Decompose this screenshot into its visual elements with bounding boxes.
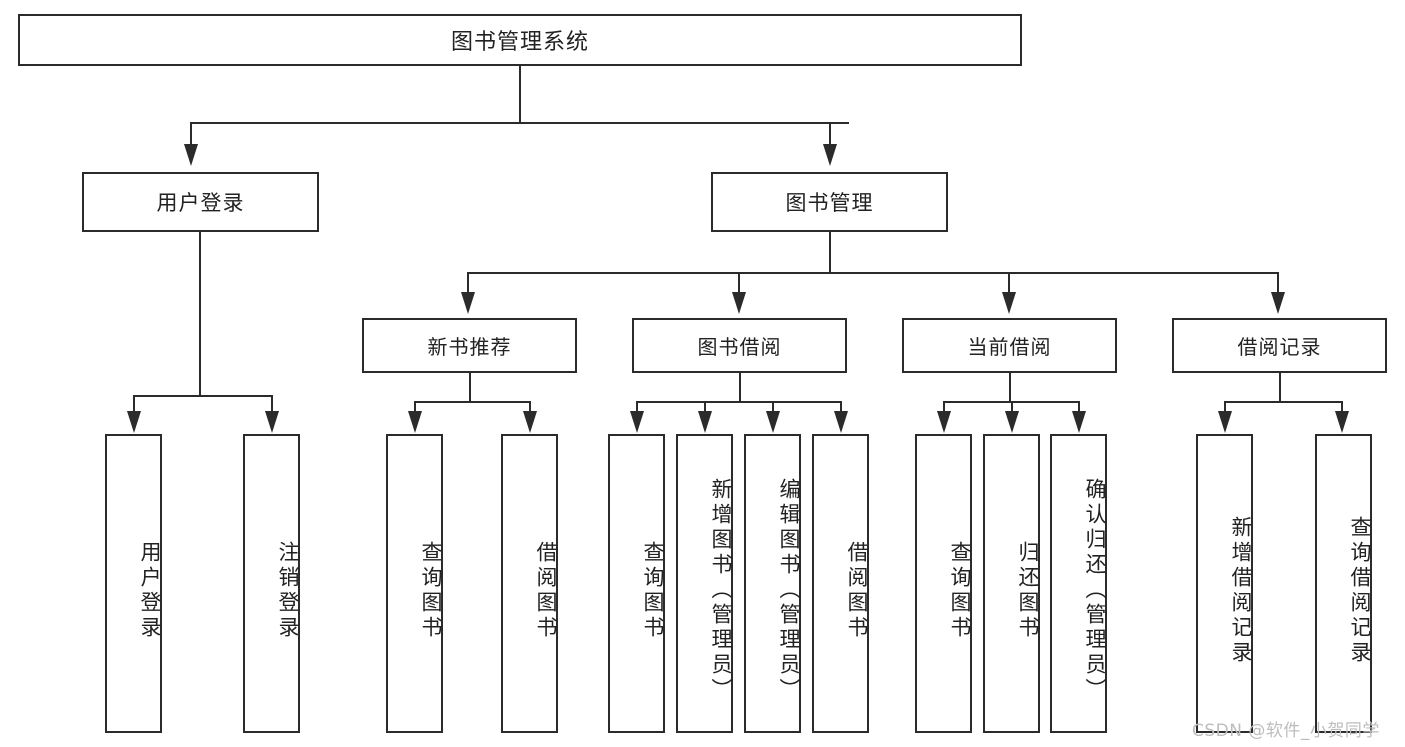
node-label: 图书管理系统 [450, 30, 589, 55]
connector-bb-drop-1 [636, 401, 638, 411]
node-label: 确认归还（管理员） [1083, 478, 1107, 703]
connector-br-drop-1 [1224, 401, 1226, 411]
arrowhead-to-borrow-record [1271, 292, 1285, 314]
node-label: 查询图书 [419, 540, 443, 641]
node-label: 借阅图书 [845, 540, 869, 641]
connector-nbr-drop-1 [414, 401, 416, 411]
node-label: 编辑图书（管理员） [777, 478, 801, 703]
connector-bm-drop-1 [467, 272, 469, 292]
leaf-br-query-record[interactable]: 查询借阅记录 [1315, 434, 1372, 733]
node-label: 用户登录 [156, 191, 245, 215]
connector-cb-stem [1009, 373, 1011, 401]
arrowhead-to-nbr-borrow-book [523, 411, 537, 433]
arrowhead-to-book-borrow [732, 292, 746, 314]
leaf-bb-query-book[interactable]: 查询图书 [608, 434, 665, 733]
leaf-cb-return-book[interactable]: 归还图书 [983, 434, 1040, 733]
connector-bb-drop-3 [772, 401, 774, 411]
connector-bb-drop-4 [840, 401, 842, 411]
node-label: 新增借阅记录 [1229, 515, 1253, 666]
arrowhead-to-cb-confirm-return [1072, 411, 1086, 433]
leaf-bb-edit-book[interactable]: 编辑图书（管理员） [744, 434, 801, 733]
connector-user-login-drop-2 [271, 395, 273, 411]
leaf-nbr-borrow-book[interactable]: 借阅图书 [501, 434, 558, 733]
connector-book-management-stem [829, 232, 831, 272]
leaf-user-login[interactable]: 用户登录 [105, 434, 162, 733]
arrowhead-to-user-login [184, 144, 198, 166]
arrowhead-to-nbr-query-book [408, 411, 422, 433]
connector-root-stem [519, 66, 521, 122]
node-label: 图书管理 [785, 191, 874, 215]
connector-user-login-bus [133, 395, 273, 397]
arrowhead-to-cb-return-book [1005, 411, 1019, 433]
node-label: 新增图书（管理员） [709, 478, 733, 703]
arrowhead-to-bb-add-book [698, 411, 712, 433]
node-label: 用户登录 [138, 540, 162, 641]
node-label: 新书推荐 [427, 335, 512, 359]
arrowhead-to-current-borrow [1002, 292, 1016, 314]
node-user-login[interactable]: 用户登录 [82, 172, 319, 232]
connector-bm-drop-2 [738, 272, 740, 292]
connector-bb-drop-2 [704, 401, 706, 411]
node-new-book-recommend[interactable]: 新书推荐 [362, 318, 577, 373]
arrowhead-to-leaf-user-login [127, 411, 141, 433]
connector-user-login-drop-1 [133, 395, 135, 411]
arrowhead-to-new-book-recommend [461, 292, 475, 314]
connector-nbr-drop-2 [529, 401, 531, 411]
node-borrow-record[interactable]: 借阅记录 [1172, 318, 1387, 373]
node-label: 查询借阅记录 [1348, 515, 1372, 666]
node-label: 归还图书 [1016, 540, 1040, 641]
connector-cb-drop-1 [943, 401, 945, 411]
node-current-borrow[interactable]: 当前借阅 [902, 318, 1117, 373]
node-label: 查询图书 [641, 540, 665, 641]
node-book-borrow[interactable]: 图书借阅 [632, 318, 847, 373]
leaf-bb-add-book[interactable]: 新增图书（管理员） [676, 434, 733, 733]
connector-nbr-stem [469, 373, 471, 401]
connector-bm-drop-4 [1277, 272, 1279, 292]
arrowhead-to-cb-query-book [937, 411, 951, 433]
node-book-management[interactable]: 图书管理 [711, 172, 948, 232]
connector-br-drop-2 [1341, 401, 1343, 411]
connector-nbr-bus [414, 401, 531, 403]
connector-bb-bus [636, 401, 842, 403]
arrowhead-to-bb-edit-book [766, 411, 780, 433]
connector-br-bus [1224, 401, 1343, 403]
arrowhead-to-bb-query-book [630, 411, 644, 433]
connector-br-stem [1279, 373, 1281, 401]
connector-root-bus [190, 122, 849, 124]
node-label: 注销登录 [276, 540, 300, 641]
leaf-cb-confirm-return[interactable]: 确认归还（管理员） [1050, 434, 1107, 733]
connector-bm-drop-3 [1008, 272, 1010, 292]
connector-bb-stem [739, 373, 741, 401]
leaf-cb-query-book[interactable]: 查询图书 [915, 434, 972, 733]
node-label: 借阅记录 [1237, 335, 1322, 359]
connector-cb-drop-3 [1078, 401, 1080, 411]
leaf-br-add-record[interactable]: 新增借阅记录 [1196, 434, 1253, 733]
arrowhead-to-br-query-record [1335, 411, 1349, 433]
arrowhead-to-br-add-record [1218, 411, 1232, 433]
arrowhead-to-leaf-logout [265, 411, 279, 433]
node-label: 借阅图书 [534, 540, 558, 641]
leaf-nbr-query-book[interactable]: 查询图书 [386, 434, 443, 733]
node-label: 当前借阅 [967, 335, 1052, 359]
node-label: 图书借阅 [697, 335, 782, 359]
connector-user-login-stem [199, 232, 201, 395]
connector-root-drop-right [829, 122, 831, 144]
connector-book-management-bus [467, 272, 1279, 274]
leaf-bb-borrow-book[interactable]: 借阅图书 [812, 434, 869, 733]
connector-cb-drop-2 [1011, 401, 1013, 411]
arrowhead-to-book-management [823, 144, 837, 166]
node-root-book-management-system[interactable]: 图书管理系统 [18, 14, 1022, 66]
node-label: 查询图书 [948, 540, 972, 641]
connector-root-drop-left [190, 122, 192, 144]
arrowhead-to-bb-borrow-book [834, 411, 848, 433]
leaf-logout[interactable]: 注销登录 [243, 434, 300, 733]
